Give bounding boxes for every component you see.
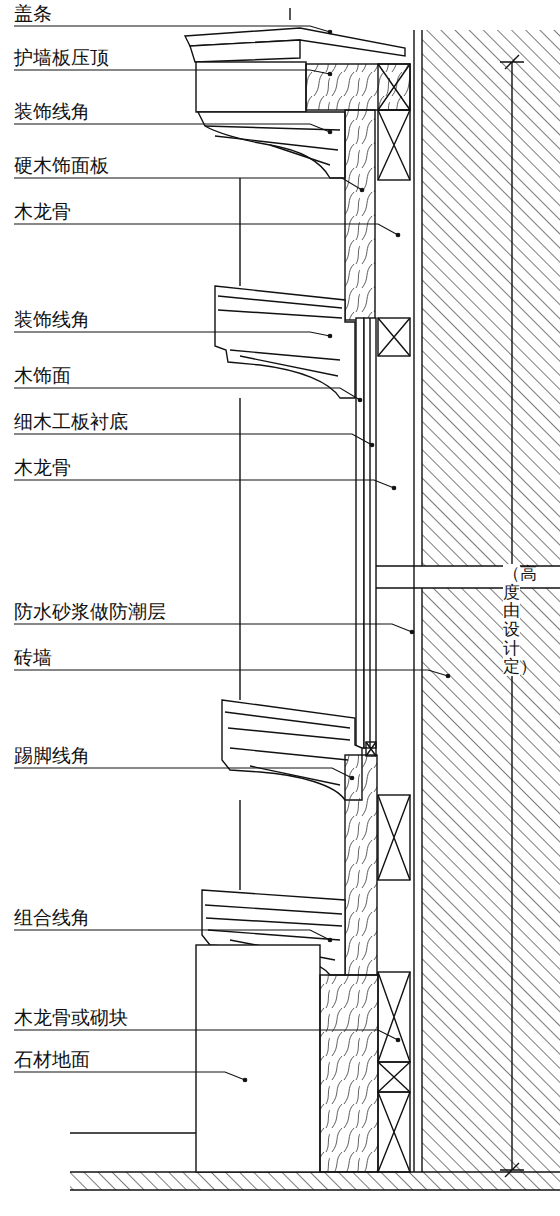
leader-dot	[328, 30, 332, 34]
leader-dot	[446, 674, 450, 678]
leader-line	[14, 70, 330, 74]
leader-dot	[328, 938, 332, 942]
leader-line	[14, 624, 412, 632]
leader-line	[14, 388, 360, 400]
part-label: 木饰面	[14, 364, 71, 386]
part-label: 装饰线角	[14, 100, 90, 122]
leader-line	[14, 1030, 398, 1040]
leader-dot	[328, 334, 332, 338]
leader-line	[14, 768, 352, 778]
leader-dot	[396, 233, 400, 237]
part-label: 木龙骨	[14, 200, 71, 222]
part-label: 硬木饰面板	[14, 154, 109, 176]
part-label: 防水砂浆做防潮层	[14, 600, 166, 622]
part-label: 木龙骨或砌块	[14, 1006, 128, 1028]
part-label: 砖墙	[14, 646, 52, 668]
part-label: 护墙板压顶	[14, 46, 109, 68]
leader-line	[14, 1072, 245, 1080]
part-label: 组合线角	[14, 906, 90, 928]
leader-dot	[328, 130, 332, 134]
leader-dot	[328, 72, 332, 76]
leader-dot	[396, 1038, 400, 1042]
part-label: 装饰线角	[14, 308, 90, 330]
part-label: 踢脚线角	[14, 744, 90, 766]
part-label: 木龙骨	[14, 456, 71, 478]
leader-line	[14, 26, 330, 32]
leader-line	[14, 332, 330, 336]
dimension-text: （高度由设计定）	[503, 564, 520, 676]
leader-line	[14, 670, 448, 676]
leader-line	[14, 178, 362, 190]
leader-line	[14, 480, 394, 488]
leader-dot	[392, 486, 396, 490]
leader-dot	[350, 776, 354, 780]
leader-dot	[243, 1078, 247, 1082]
leader-line	[14, 930, 330, 940]
leader-line	[14, 224, 398, 235]
leader-line	[14, 434, 372, 445]
leader-dot	[370, 443, 374, 447]
part-label: 石材地面	[14, 1048, 90, 1070]
leader-line	[14, 124, 330, 132]
leader-dot	[410, 630, 414, 634]
part-label: 细木工板衬底	[14, 410, 128, 432]
leader-dot	[358, 398, 362, 402]
part-label: 盖条	[14, 2, 52, 24]
leader-dot	[360, 188, 364, 192]
